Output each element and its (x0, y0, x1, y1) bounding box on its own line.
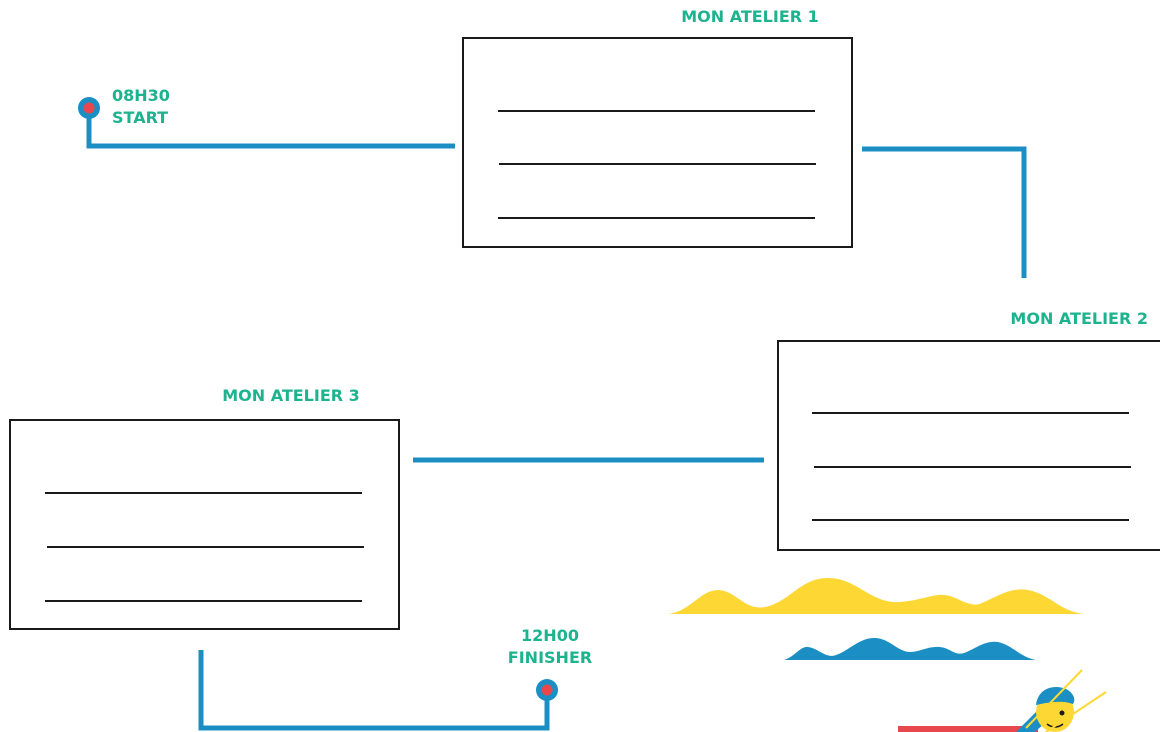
swimmer-illustration-icon (898, 669, 1107, 732)
start-label: START (112, 108, 169, 127)
start-time: 08H30 (112, 86, 170, 105)
finish-marker-icon (536, 679, 558, 701)
connector-start-to-atelier-1 (86, 112, 455, 149)
start-marker-icon (78, 97, 100, 119)
atelier-3-title: MON ATELIER 3 (222, 386, 360, 405)
finish-label: FINISHER (507, 648, 593, 667)
start-label-group: 08H30 START (112, 85, 170, 129)
finish-label-group: 12H00 FINISHER (480, 625, 620, 669)
atelier-1-title: MON ATELIER 1 (681, 7, 819, 26)
atelier-2-box (777, 340, 1160, 551)
yellow-wave-shape (668, 578, 1085, 614)
finish-time: 12H00 (521, 626, 579, 645)
atelier-1-box (462, 37, 853, 248)
connector-atelier-1-to-atelier-2 (862, 146, 1027, 278)
atelier-3-box (9, 419, 400, 630)
blue-wave-shape (784, 637, 1036, 660)
atelier-2-title: MON ATELIER 2 (1010, 309, 1148, 328)
connector-atelier-3-to-finish (198, 650, 550, 731)
